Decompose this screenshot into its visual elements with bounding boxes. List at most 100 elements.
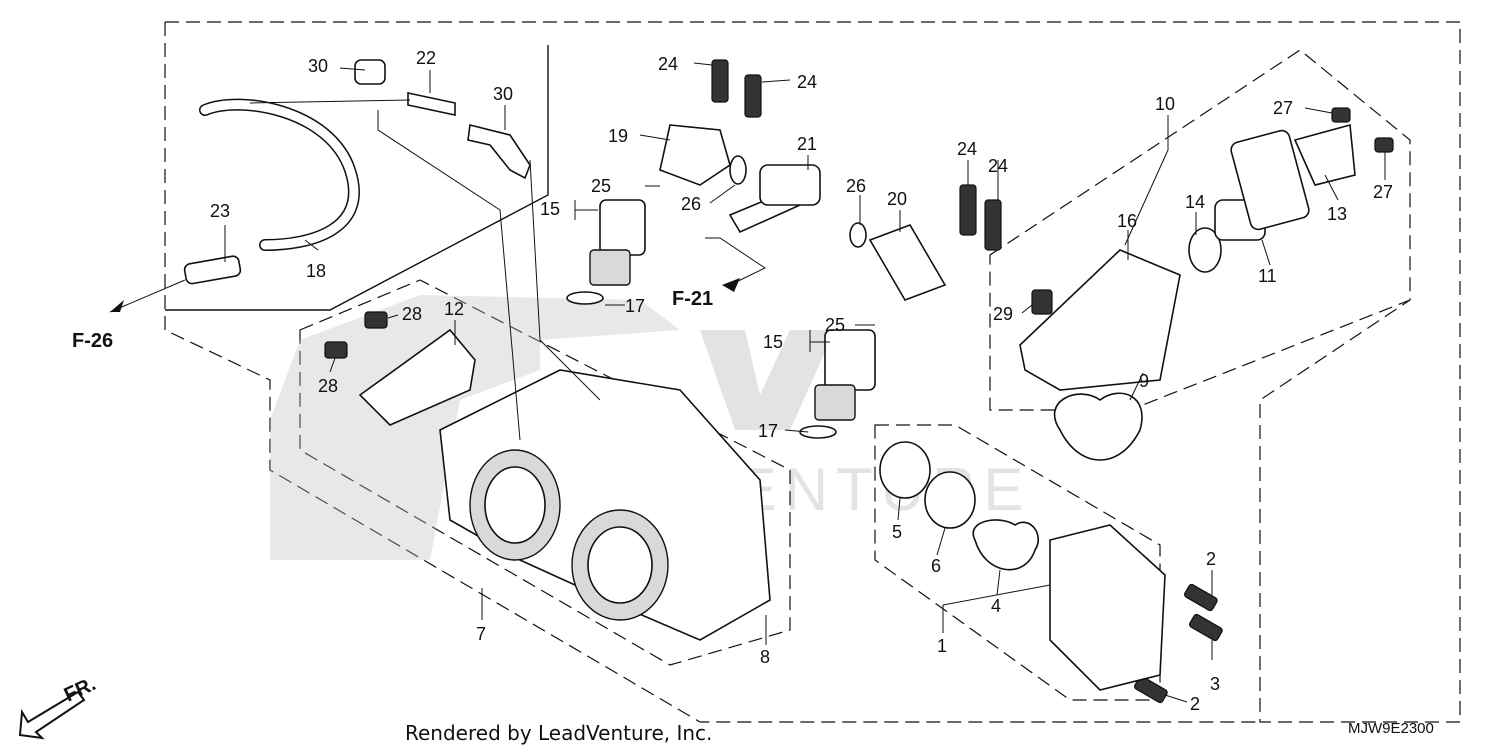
cover-16 bbox=[1019, 249, 1181, 391]
part-label-22: 22 bbox=[416, 48, 436, 68]
part-label-30-left: 30 bbox=[308, 56, 328, 76]
reference-arrows bbox=[18, 278, 740, 740]
footer-credit: Rendered by LeadVenture, Inc. bbox=[405, 721, 712, 745]
bracket-19 bbox=[659, 124, 731, 186]
ring-14 bbox=[1188, 227, 1222, 273]
part-label-26-b: 26 bbox=[846, 176, 866, 196]
gasket-4 bbox=[972, 519, 1039, 571]
ring-17b bbox=[799, 425, 837, 439]
part-label-25-a: 25 bbox=[591, 176, 611, 196]
bolt-2a bbox=[1184, 583, 1218, 612]
throttle-bore-left-inner bbox=[484, 466, 546, 544]
injector-15-upper-body bbox=[589, 249, 631, 286]
throttle-bore-right-inner bbox=[587, 526, 653, 604]
injector-15-lower-body bbox=[814, 384, 856, 421]
hose-30 bbox=[467, 124, 531, 180]
idle-valve bbox=[1230, 129, 1310, 231]
part-label-20: 20 bbox=[887, 189, 907, 209]
shaded-region bbox=[270, 295, 680, 560]
part-label-2-a: 2 bbox=[1206, 549, 1216, 569]
part-labels: 30 22 30 23 18 24 24 19 21 25 15 26 26 2… bbox=[210, 48, 1393, 714]
part-label-24-a: 24 bbox=[658, 54, 678, 74]
part-label-3: 3 bbox=[1210, 674, 1220, 694]
part-label-27-b: 27 bbox=[1373, 182, 1393, 202]
watermark-logo bbox=[700, 330, 835, 430]
part-label-27-a: 27 bbox=[1273, 98, 1293, 118]
part-label-29: 29 bbox=[993, 304, 1013, 324]
throttle-body-frame bbox=[299, 279, 791, 666]
part-label-7: 7 bbox=[476, 624, 486, 644]
fuel-injection-parts bbox=[566, 124, 947, 439]
bolt-24c bbox=[959, 184, 977, 236]
part-label-14: 14 bbox=[1185, 192, 1205, 212]
ring-6 bbox=[924, 471, 976, 529]
part-label-4: 4 bbox=[991, 596, 1001, 616]
part-label-15-b: 15 bbox=[763, 332, 783, 352]
ref-f26: F-26 bbox=[72, 330, 113, 352]
part-label-10: 10 bbox=[1155, 94, 1175, 114]
bracket-12 bbox=[358, 328, 476, 426]
front-arrow-icon bbox=[18, 690, 86, 740]
part-label-9: 9 bbox=[1139, 371, 1149, 391]
bolt-29 bbox=[1031, 289, 1053, 315]
part-label-19: 19 bbox=[608, 126, 628, 146]
part-label-5: 5 bbox=[892, 522, 902, 542]
part-label-24-b: 24 bbox=[797, 72, 817, 92]
breather-hose bbox=[183, 59, 531, 285]
part-label-16: 16 bbox=[1117, 211, 1137, 231]
part-label-26-a: 26 bbox=[681, 194, 701, 214]
part-label-23: 23 bbox=[210, 201, 230, 221]
part-label-28-b: 28 bbox=[318, 376, 338, 396]
bolt-28b bbox=[324, 341, 348, 359]
plate-13 bbox=[1293, 123, 1356, 186]
bolts bbox=[324, 59, 1394, 704]
main-frame-left bbox=[164, 22, 1260, 723]
part-label-11: 11 bbox=[1258, 266, 1277, 286]
part-label-17-a: 17 bbox=[625, 296, 645, 316]
ring-17a bbox=[566, 291, 604, 305]
part-label-21: 21 bbox=[797, 134, 817, 154]
part-label-12: 12 bbox=[444, 299, 464, 319]
injector-15-upper bbox=[599, 199, 646, 256]
ring-26b bbox=[849, 222, 867, 248]
ring-26a bbox=[729, 155, 747, 185]
part-label-18: 18 bbox=[306, 261, 326, 281]
leader-lines bbox=[109, 62, 1386, 703]
pipe-21 bbox=[759, 164, 821, 206]
ref-f21: F-21 bbox=[672, 288, 713, 310]
diagram-code: MJW9E2300 bbox=[1348, 720, 1434, 737]
idle-air-parts bbox=[1019, 123, 1356, 461]
hose-group-line bbox=[165, 45, 549, 311]
sensor-parts bbox=[879, 441, 1166, 691]
part-label-6: 6 bbox=[931, 556, 941, 576]
part-label-30-right: 30 bbox=[493, 84, 513, 104]
bolt-24d bbox=[984, 199, 1002, 251]
hose-joint bbox=[183, 255, 242, 285]
part-label-13: 13 bbox=[1327, 204, 1347, 224]
throttle-body bbox=[358, 328, 771, 641]
sensor-1 bbox=[1049, 524, 1166, 691]
part-label-1: 1 bbox=[937, 636, 947, 656]
joint-22 bbox=[407, 92, 456, 116]
part-label-15-a: 15 bbox=[540, 199, 560, 219]
main-frame bbox=[165, 21, 1461, 723]
clip-30 bbox=[354, 59, 386, 85]
part-label-17-b: 17 bbox=[758, 421, 778, 441]
ring-5 bbox=[879, 441, 931, 499]
part-label-24-c: 24 bbox=[957, 139, 977, 159]
bolt-24b bbox=[744, 74, 762, 118]
bolt-27b bbox=[1374, 137, 1394, 153]
part-label-28-a: 28 bbox=[402, 304, 422, 324]
part-label-24-d: 24 bbox=[988, 156, 1008, 176]
bolt-28a bbox=[364, 311, 388, 329]
part-label-2-b: 2 bbox=[1190, 694, 1200, 714]
regulator-20 bbox=[868, 224, 947, 301]
part-label-25-b: 25 bbox=[825, 315, 845, 335]
gasket-9 bbox=[1053, 392, 1143, 461]
bolt-27a bbox=[1331, 107, 1351, 123]
bolt-24a bbox=[711, 59, 729, 103]
idle-valve-frame bbox=[989, 49, 1411, 411]
injector-15-lower bbox=[824, 329, 876, 391]
part-label-8: 8 bbox=[760, 647, 770, 667]
